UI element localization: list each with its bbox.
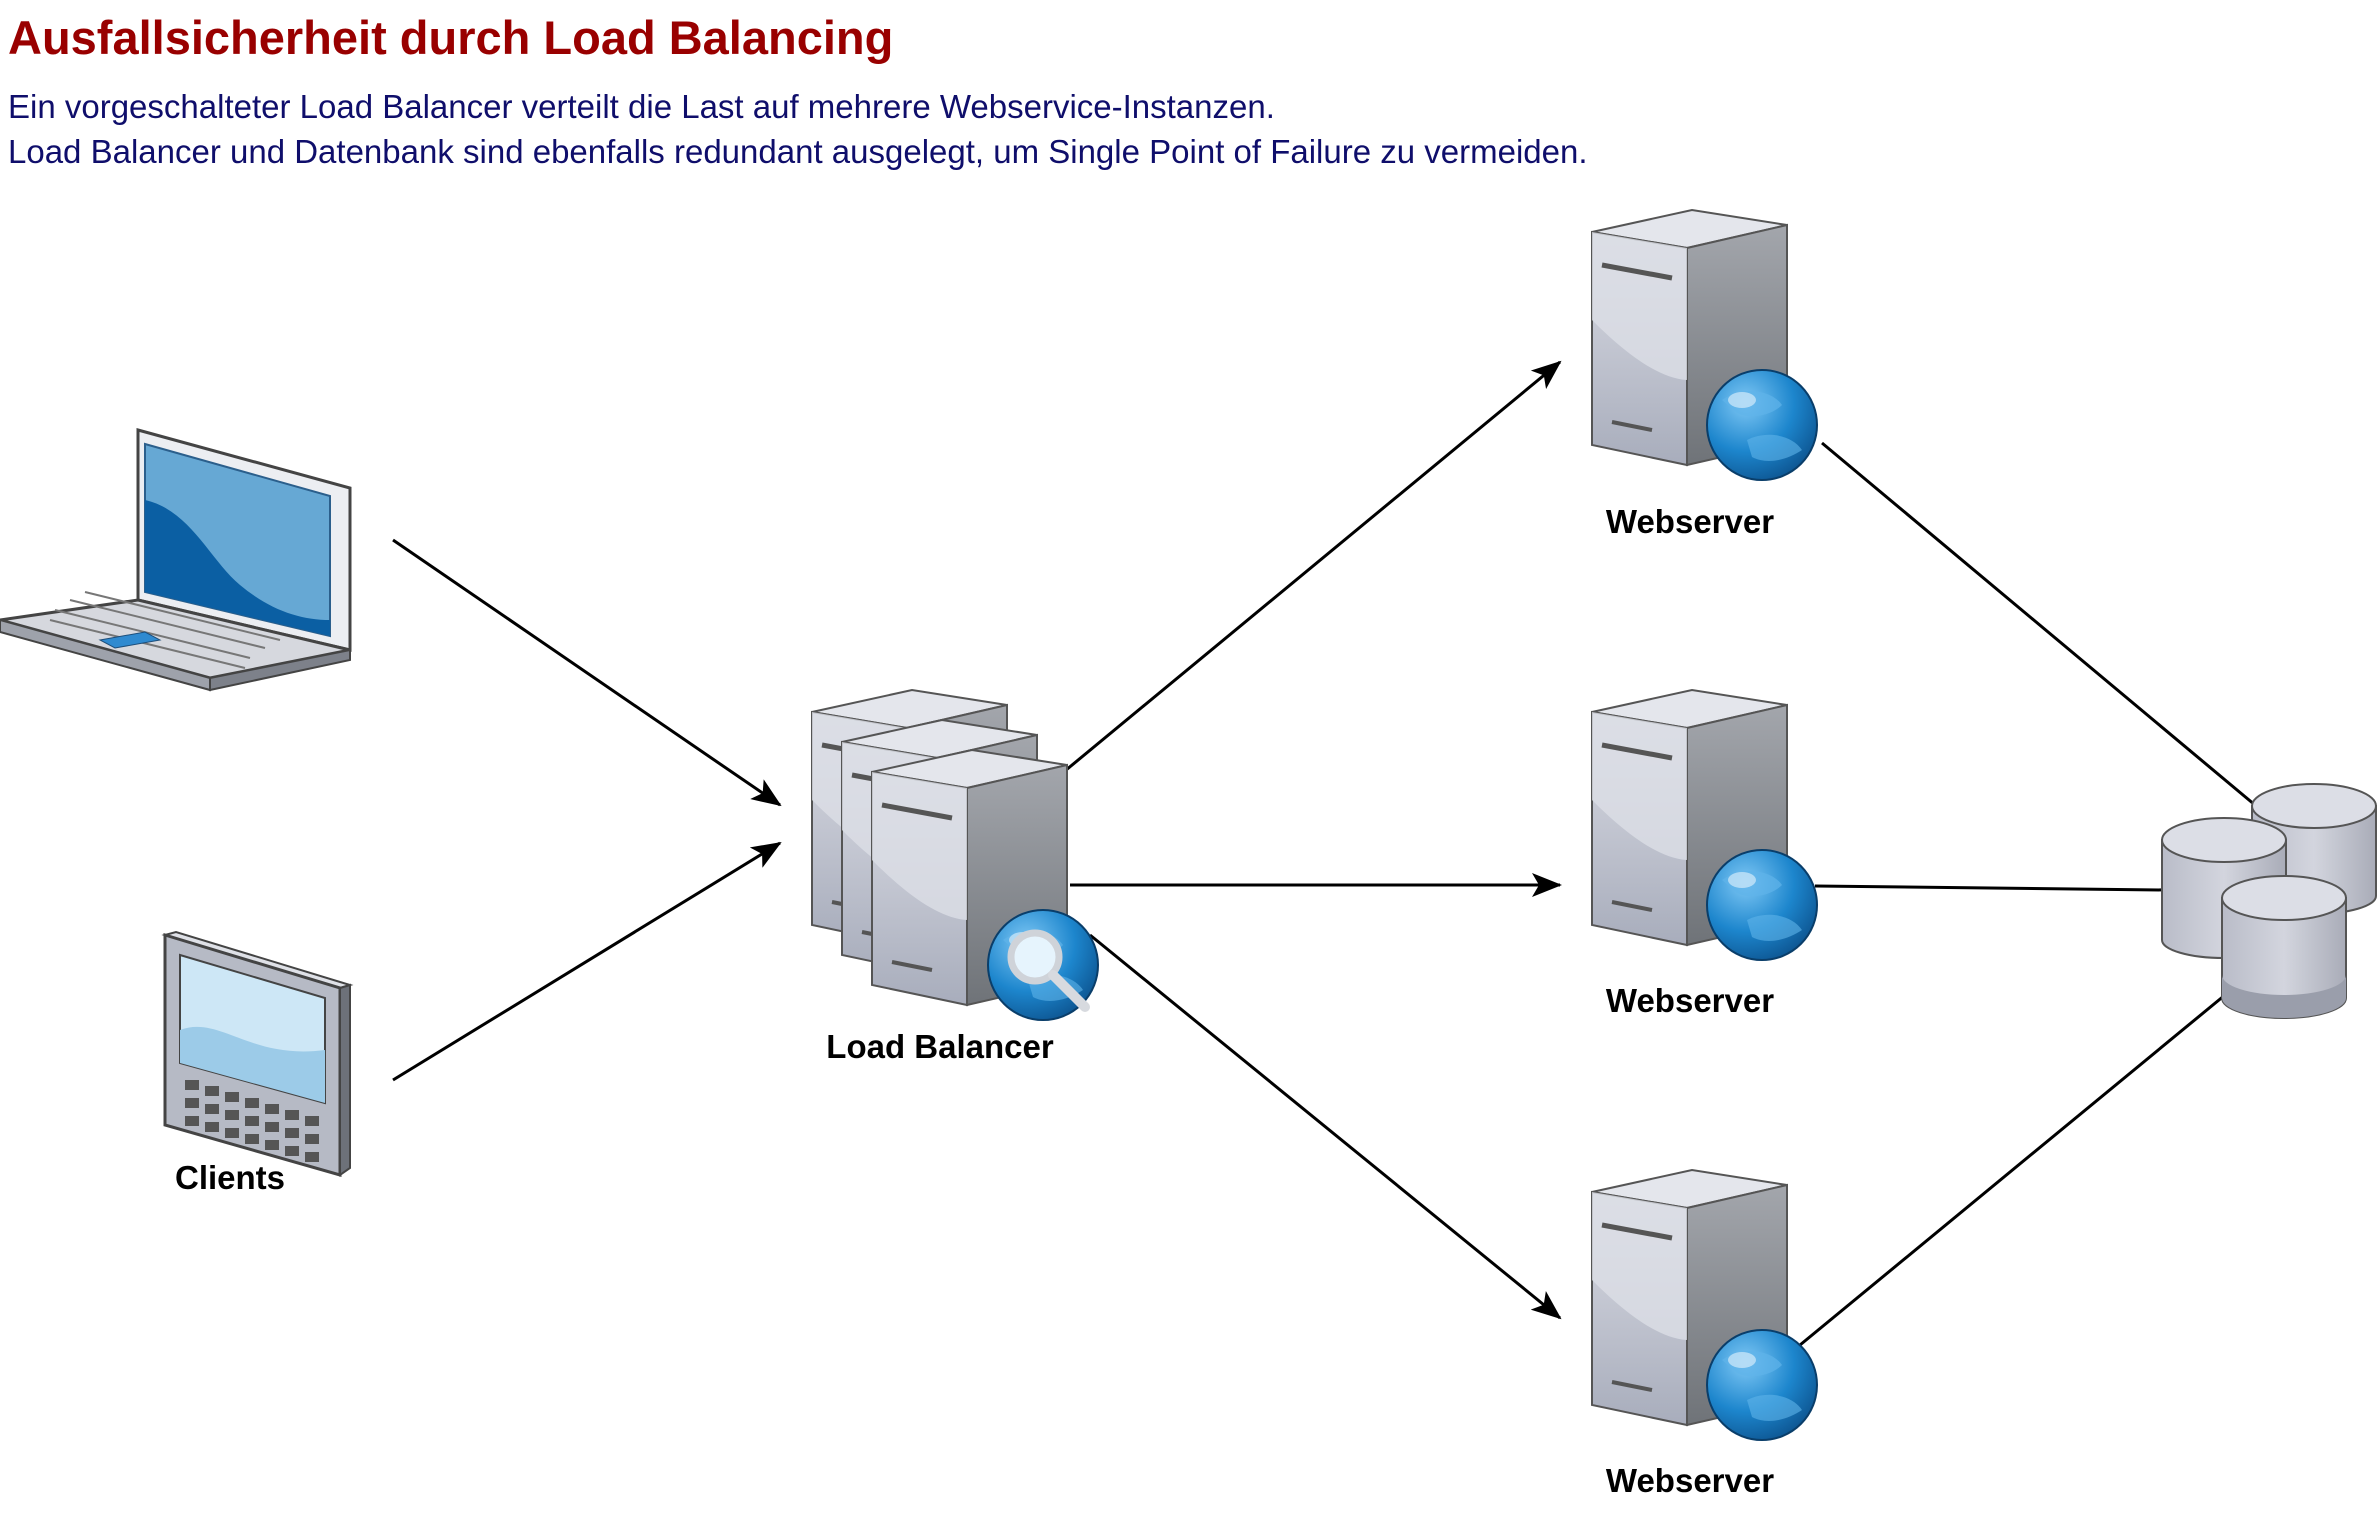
tablet-icon	[161, 930, 354, 1177]
database-cluster-icon	[2161, 783, 2377, 1019]
load-balancer-label: Load Balancer	[826, 1028, 1054, 1065]
line-webserver-1-to-db	[1821, 441, 2256, 807]
webserver-2: Webserver	[1592, 690, 1818, 1019]
webserver-3-label: Webserver	[1606, 1462, 1774, 1499]
arrow-lb-to-webserver-3	[1089, 933, 1562, 1320]
webserver-2-label: Webserver	[1606, 982, 1774, 1019]
line-webserver-3-to-db	[1799, 993, 2226, 1347]
arrow-tablet-to-lb	[392, 841, 782, 1082]
description-line-2: Load Balancer und Datenbank sind ebenfal…	[8, 133, 1588, 170]
arrow-laptop-to-lb	[392, 538, 782, 807]
webserver-1: Webserver	[1592, 210, 1818, 540]
connections	[392, 360, 2256, 1347]
webserver-3: Webserver	[1592, 1170, 1818, 1499]
arrow-lb-to-webserver-1	[1059, 360, 1562, 777]
clients-label: Clients	[175, 1159, 285, 1196]
load-balancer-server-stack-icon	[812, 690, 1099, 1021]
web-server-icon	[1592, 1170, 1818, 1441]
description-line-1: Ein vorgeschalteter Load Balancer vertei…	[8, 88, 1275, 125]
webserver-1-label: Webserver	[1606, 503, 1774, 540]
web-server-icon	[1592, 210, 1818, 481]
web-server-icon	[1592, 690, 1818, 961]
laptop-icon	[0, 428, 352, 692]
line-webserver-2-to-db	[1814, 884, 2166, 892]
diagram-title: Ausfallsicherheit durch Load Balancing	[8, 11, 894, 64]
